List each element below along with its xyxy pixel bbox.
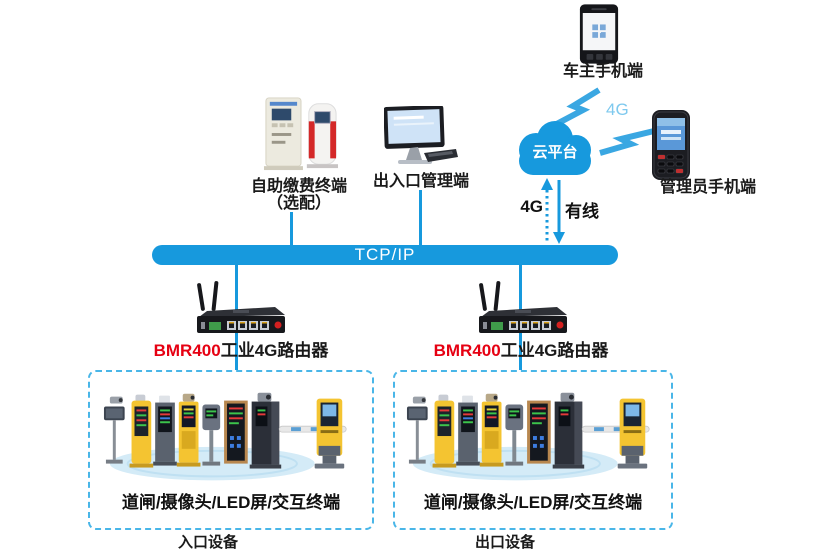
link-wired-label: 有线 (565, 202, 599, 221)
router-model-text: BMR400 (433, 341, 501, 360)
router-name-text: 工业4G路由器 (220, 341, 329, 360)
admin-handheld-label: 管理员手机端 (659, 179, 756, 196)
payment-kiosk-sublabel: （选配） (266, 195, 331, 212)
router-exit-icon (479, 281, 567, 333)
wireless-4g-top-label: 4G (606, 100, 629, 119)
exit-zone-label: 出口设备 (474, 534, 535, 551)
entrance-devices-illustration (103, 392, 347, 481)
payment-kiosk-icon (263, 97, 339, 171)
cloud-backbone-links (541, 178, 565, 244)
router-name-text: 工业4G路由器 (500, 341, 609, 360)
entrance-devices-label: 道闸/摄像头/LED屏/交互终端 (121, 493, 341, 512)
cloud-platform-label: 云平台 (532, 144, 578, 161)
exit-devices-illustration (406, 392, 650, 481)
link-4g-label: 4G (520, 197, 543, 216)
kiosk-backbone-line (290, 212, 293, 245)
router-entrance-icon (197, 281, 285, 333)
entrance-zone-label: 入口设备 (177, 534, 238, 551)
admin-handheld-icon (652, 110, 690, 180)
cloud-platform-icon (519, 121, 591, 175)
entrance-zone-box: 道闸/摄像头/LED屏/交互终端 (88, 370, 374, 530)
management-pc-icon (384, 106, 458, 164)
owner-phone-label: 车主手机端 (562, 63, 643, 80)
payment-kiosk-label: 自助缴费终端 (250, 178, 347, 195)
router-entrance-label: BMR400工业4G路由器 (141, 336, 341, 361)
owner-smartphone-icon (579, 4, 619, 64)
exit-zone-box: 道闸/摄像头/LED屏/交互终端 (393, 370, 673, 530)
exit-devices-label: 道闸/摄像头/LED屏/交互终端 (423, 493, 643, 512)
lightning-bolt-cloud-handheld-icon (599, 128, 655, 156)
router-model-text: BMR400 (153, 341, 221, 360)
lightning-bolt-phone-cloud-icon (547, 87, 601, 131)
tcpip-backbone-bar: TCP/IP (152, 245, 618, 265)
management-pc-label: 出入口管理端 (372, 173, 469, 190)
pc-backbone-line (419, 190, 422, 245)
router-exit-label: BMR400工业4G路由器 (421, 336, 621, 361)
